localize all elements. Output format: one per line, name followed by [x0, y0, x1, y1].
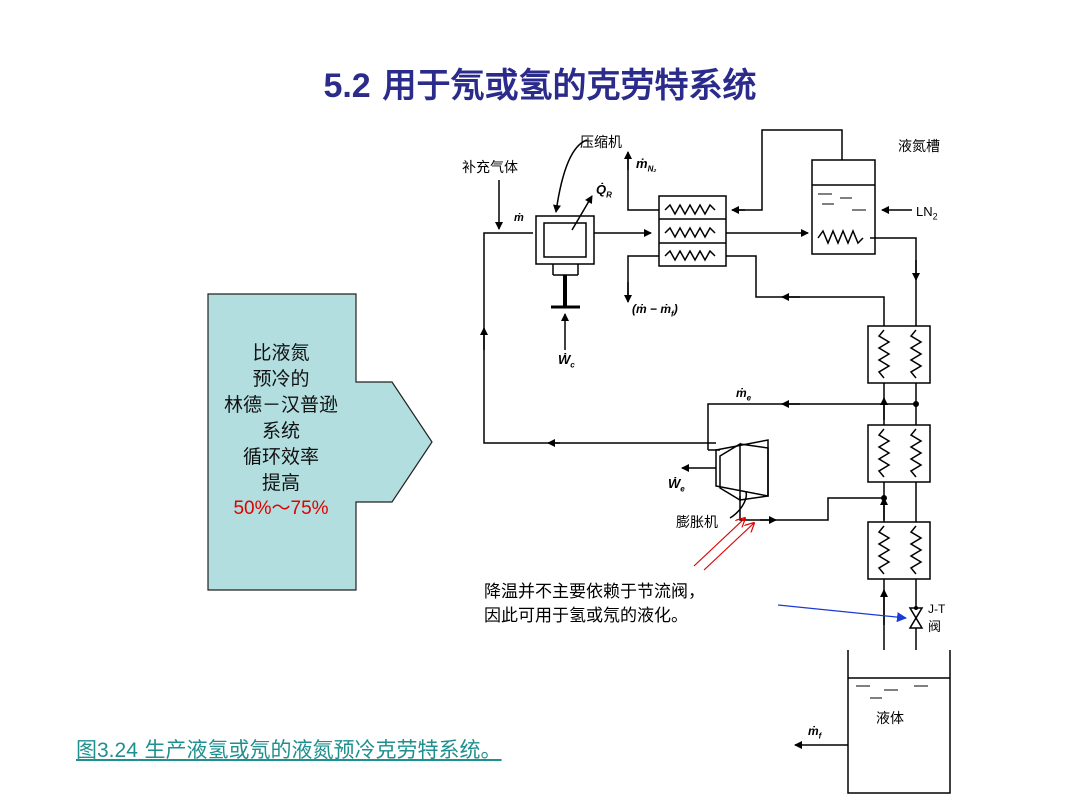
ln2-text: LN	[916, 204, 933, 219]
m-dot-label: ṁ	[514, 212, 524, 224]
note-line-2: 因此可用于氢或氖的液化。	[484, 606, 688, 626]
jt-valve-label-1: J-T	[928, 602, 946, 616]
jt-valve-label-2: 阀	[928, 620, 942, 635]
w-e-label: Ẇe	[668, 476, 685, 494]
title-number: 5.2	[323, 67, 371, 105]
callout-line-3: 林德－汉普逊	[223, 394, 338, 416]
m-minus-mf-label: (ṁ − ṁf)	[632, 302, 678, 318]
m-f-text: ṁ	[808, 724, 819, 738]
liquid-label: 液体	[876, 711, 904, 727]
compressor-inner	[543, 222, 587, 258]
m-e-label: ṁe	[736, 386, 751, 402]
heat-exchanger-4	[867, 521, 931, 580]
compressor-cylinder	[535, 215, 595, 265]
caption-text: 生产液氢或氖的液氮预冷克劳特系统。	[137, 738, 502, 762]
annotation-note: 降温并不主要依赖于节流阀， 因此可用于氢或氖的液化。	[484, 580, 705, 628]
m-minus-mf-end: )	[673, 302, 678, 316]
m-f-sub: f	[818, 731, 822, 741]
callout-text: 比液氮 预冷的 林德－汉普逊 系统 循环效率 提高 50%～75%	[200, 340, 362, 522]
expander-label: 膨胀机	[676, 515, 718, 531]
m-n2-text: ṁ	[636, 156, 648, 171]
m-f-label: ṁf	[808, 724, 821, 740]
makeup-gas-label: 补充气体	[462, 160, 518, 176]
m-minus-mf-sub: f	[671, 309, 674, 319]
heat-exchanger-1	[658, 195, 727, 267]
w-e-sub: e	[680, 484, 685, 494]
caption-number: 图3.24	[76, 739, 138, 762]
callout-line-4: 系统	[261, 420, 300, 442]
callout-line-6: 提高	[261, 472, 300, 494]
slide-title: 5.2 用于氖或氢的克劳特系统	[0, 58, 1080, 107]
q-r-sub: R	[606, 190, 612, 200]
ln2-tank	[811, 159, 876, 255]
m-e-sub: e	[746, 393, 752, 403]
w-c-label: Ẇc	[558, 352, 575, 370]
callout-arrow-shape	[207, 293, 433, 591]
callout-line-5: 循环效率	[242, 446, 319, 468]
compressor-label: 压缩机	[580, 135, 622, 151]
m-minus-mf-text: (ṁ − ṁ	[632, 302, 672, 316]
w-c-text: Ẇ	[558, 352, 571, 367]
callout-line-1: 比液氮	[252, 342, 310, 364]
title-text: 用于氖或氢的克劳特系统	[382, 66, 757, 106]
w-e-text: Ẇ	[668, 476, 681, 491]
ln2-sub: 2	[932, 211, 938, 222]
callout-highlight: 50%～75%	[233, 498, 329, 519]
q-r-text: Q̇	[596, 182, 607, 197]
heat-exchanger-2	[867, 325, 931, 384]
m-e-text: ṁ	[736, 386, 747, 400]
ln2-tank-label: 液氮槽	[898, 139, 940, 155]
m-n2-sub: N₂	[647, 164, 657, 174]
w-c-sub: c	[570, 360, 575, 370]
m-n2-label: ṁN₂	[636, 156, 656, 174]
callout-line-2: 预冷的	[252, 368, 310, 390]
heat-exchanger-3	[867, 424, 931, 483]
ln2-inlet-label: LN2	[916, 204, 938, 222]
note-line-1: 降温并不主要依赖于节流阀，	[484, 582, 705, 602]
q-r-label: Q̇R	[596, 182, 612, 200]
figure-caption[interactable]: 图3.24 生产液氢或氖的液氮预冷克劳特系统。	[76, 734, 502, 764]
